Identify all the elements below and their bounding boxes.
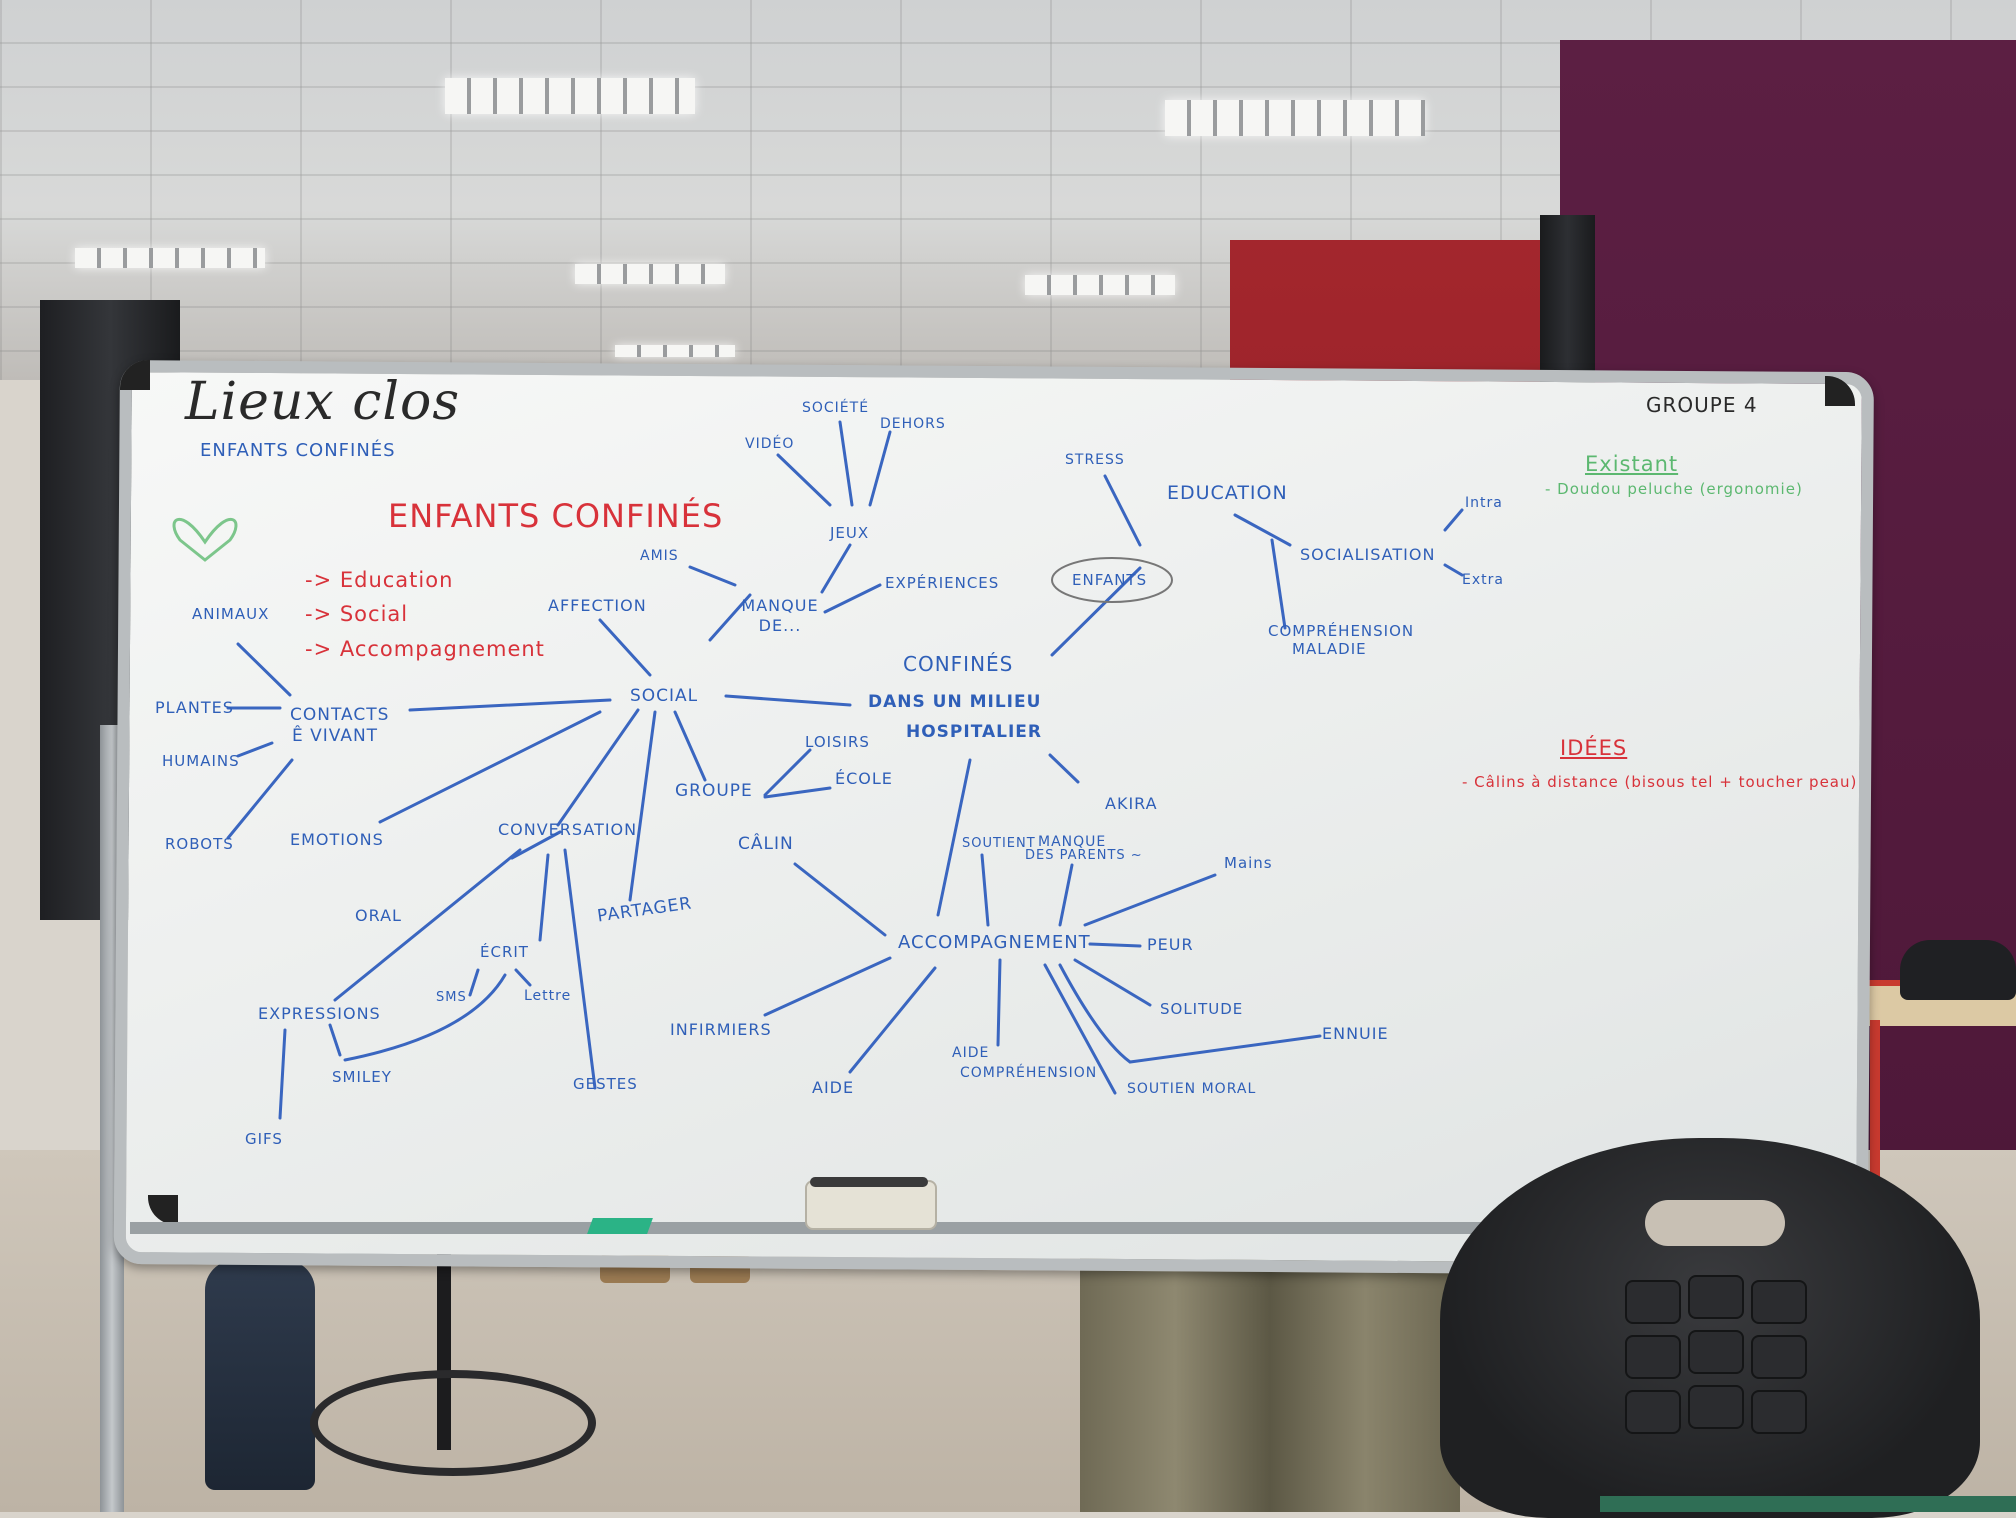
node-humains: HUMAINS: [162, 752, 240, 770]
node-animaux: ANIMAUX: [192, 605, 270, 623]
ceiling-light: [1025, 275, 1175, 295]
node-hospitalier: HOSPITALIER: [906, 722, 1043, 742]
node-smiley: SMILEY: [332, 1068, 392, 1086]
board-eraser-top: [810, 1177, 928, 1187]
chair-grip: [1625, 1390, 1681, 1434]
board-subtitle: ENFANTS CONFINÉS: [200, 440, 396, 461]
node-dans-un-milieu: DANS UN MILIEU: [868, 692, 1042, 712]
ceiling-light: [615, 345, 735, 357]
node-soutient: SOUTIENT: [962, 836, 1036, 851]
node-accompagnement: ACCOMPAGNEMENT: [898, 932, 1091, 953]
node-aide-comprehension-line1: AIDE: [952, 1045, 990, 1061]
node-jeux: JEUX: [830, 524, 870, 542]
node-ennui: ENNUIE: [1322, 1024, 1389, 1043]
bag: [1900, 940, 2016, 1000]
node-expressions: EXPRESSIONS: [258, 1004, 381, 1023]
node-education: EDUCATION: [1167, 482, 1288, 504]
chair-grip: [1751, 1390, 1807, 1434]
node-dehors: DEHORS: [880, 416, 946, 432]
node-conversation: CONVERSATION: [498, 820, 638, 839]
chair-grip: [1625, 1280, 1681, 1324]
chair-grip: [1751, 1280, 1807, 1324]
cutting-mat: [1600, 1496, 2016, 1512]
node-manque-parents: MANQUE: [1038, 834, 1107, 850]
node-affection: AFFECTION: [548, 596, 647, 615]
agenda-item-social: -> Social: [305, 602, 409, 626]
node-enfants: ENFANTS: [1072, 571, 1148, 589]
desk-leg: [1870, 1020, 1880, 1320]
chair-handle-hole: [1645, 1200, 1785, 1246]
board-title: Lieux clos: [185, 372, 461, 432]
node-calin: CÂLIN: [738, 834, 794, 854]
existant-heading: Existant: [1585, 452, 1679, 476]
node-social: SOCIAL: [630, 686, 699, 706]
node-amis: AMIS: [640, 548, 679, 564]
chair-grip: [1688, 1385, 1744, 1429]
node-gestes: GESTES: [573, 1075, 638, 1093]
node-lettre: Lettre: [524, 988, 572, 1004]
node-sms: SMS: [436, 990, 467, 1005]
node-experiences: EXPÉRIENCES: [885, 574, 1000, 592]
agenda-item-accompagnement: -> Accompagnement: [305, 637, 545, 661]
node-solitude: SOLITUDE: [1160, 1000, 1244, 1018]
chair-grip: [1688, 1275, 1744, 1319]
node-ecrit: ÉCRIT: [480, 943, 529, 961]
node-aide-comprehension-line2: COMPRÉHENSION: [960, 1065, 1098, 1081]
node-gifs: GIFS: [245, 1130, 283, 1148]
backpack: [205, 1260, 315, 1490]
stool-ring: [310, 1370, 596, 1476]
coat: [1080, 1230, 1460, 1512]
node-contacts: CONTACTS: [290, 705, 390, 725]
node-plantes: PLANTES: [155, 698, 234, 717]
node-mains: Mains: [1224, 854, 1273, 872]
node-confines: CONFINÉS: [903, 652, 1014, 676]
node-stress: STRESS: [1065, 452, 1125, 468]
chair-grip: [1625, 1335, 1681, 1379]
node-extra: Extra: [1462, 572, 1504, 588]
node-maladie: MALADIE: [1292, 640, 1367, 658]
node-des-parents: DES PARENTS ~: [1025, 848, 1143, 863]
marker-tray: [130, 1222, 1830, 1234]
node-groupe: GROUPE: [675, 781, 753, 801]
ceiling-light: [575, 264, 725, 284]
ceiling-light: [1165, 100, 1425, 136]
node-ecole: ÉCOLE: [835, 769, 893, 788]
node-intra: Intra: [1465, 495, 1503, 511]
chair-back: [1440, 1138, 1980, 1518]
chair-grip: [1688, 1330, 1744, 1374]
idees-heading: IDÉES: [1560, 736, 1628, 760]
main-heading: ENFANTS CONFINÉS: [388, 497, 724, 535]
node-emotions: EMOTIONS: [290, 830, 384, 849]
ceiling-light: [75, 248, 265, 268]
node-comprehension: COMPRÉHENSION: [1268, 622, 1415, 640]
node-oral: ORAL: [355, 906, 402, 925]
chair-grip: [1751, 1335, 1807, 1379]
agenda-item-education: -> Education: [305, 568, 454, 592]
node-socialisation: SOCIALISATION: [1300, 545, 1436, 564]
board-eraser: [805, 1180, 937, 1230]
green-marker: [587, 1218, 653, 1234]
node-peur: PEUR: [1147, 935, 1194, 954]
node-societe: SOCIÉTÉ: [802, 400, 870, 416]
node-loisirs: LOISIRS: [805, 733, 870, 751]
node-manque-de: MANQUE DE...: [741, 596, 819, 635]
node-etre-vivant: Ê VIVANT: [292, 726, 379, 746]
node-infirmiers: INFIRMIERS: [670, 1020, 772, 1039]
node-robots: ROBOTS: [165, 835, 234, 853]
idees-item: - Câlins à distance (bisous tel + touche…: [1462, 773, 1858, 791]
existant-item: - Doudou peluche (ergonomie): [1545, 480, 1803, 498]
group-label: GROUPE 4: [1646, 393, 1758, 417]
node-aide: AIDE: [812, 1078, 855, 1097]
ceiling-light: [445, 78, 695, 114]
node-soutien-moral: SOUTIEN MORAL: [1127, 1081, 1257, 1097]
node-akira: AKIRA: [1105, 794, 1158, 813]
node-video: VIDÉO: [745, 436, 795, 452]
